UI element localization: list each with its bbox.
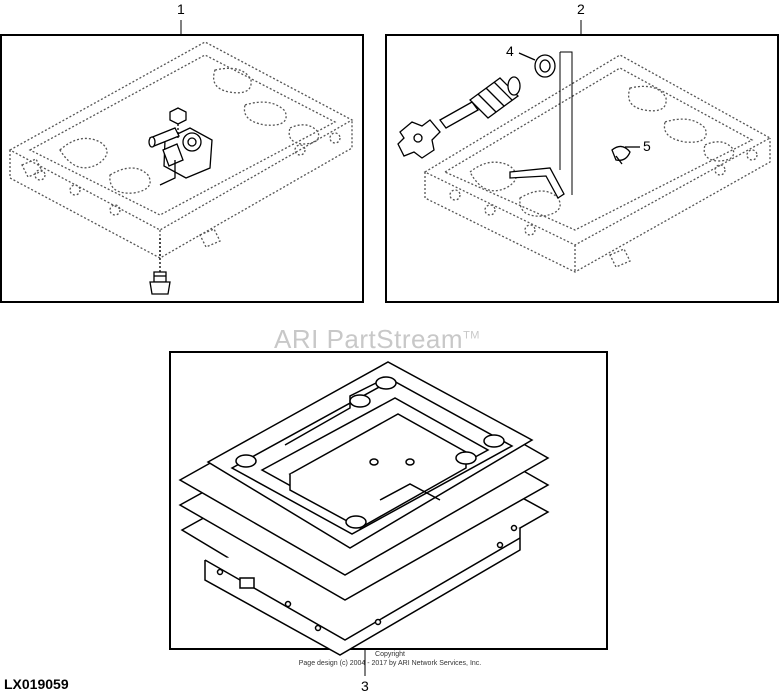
figure-id: LX019059 bbox=[4, 676, 69, 692]
copyright-line-2: Page design (c) 2004 - 2017 by ARI Netwo… bbox=[298, 660, 482, 667]
panel-1-bracket bbox=[148, 107, 213, 295]
callout-5: 5 bbox=[643, 138, 651, 154]
copyright-line-1: Copyright bbox=[375, 651, 405, 658]
panel-1-frame bbox=[0, 34, 364, 303]
watermark-text: ARI PartStream bbox=[274, 324, 464, 354]
panel-3-frame bbox=[169, 351, 608, 650]
callout-4: 4 bbox=[506, 43, 514, 59]
watermark-trademark: TM bbox=[463, 329, 480, 342]
callout-2: 2 bbox=[577, 1, 585, 17]
panel-2-knob-assembly bbox=[397, 51, 640, 199]
panel-2-seat-base bbox=[423, 54, 772, 273]
callout-3: 3 bbox=[361, 678, 369, 694]
callout-1: 1 bbox=[177, 1, 185, 17]
copyright-notice: Copyright Page design (c) 2004 - 2017 by… bbox=[250, 650, 530, 668]
partstream-watermark: ARI PartStreamTM bbox=[274, 324, 480, 355]
panel-2-frame bbox=[385, 34, 779, 303]
panel-3-bellows bbox=[178, 361, 550, 656]
